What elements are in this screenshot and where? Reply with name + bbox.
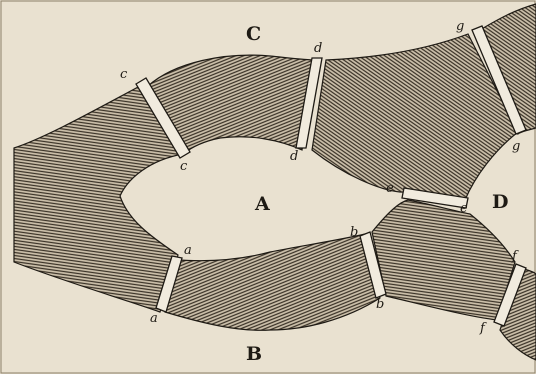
bridge-label-e-left: e — [386, 181, 394, 196]
region-label-b: B — [246, 343, 262, 365]
region-label-c: C — [246, 23, 261, 45]
bridge-label-b-lower: b — [376, 297, 384, 312]
bridge-label-d-lower: d — [290, 149, 298, 164]
bridge-label-c-lower: c — [180, 159, 188, 174]
bridge-label-f-lower: f — [479, 321, 487, 336]
bridge-label-c-upper: c — [120, 67, 128, 82]
river — [14, 4, 536, 360]
river-band-south — [165, 234, 380, 330]
bridge-label-a-lower: a — [150, 311, 158, 326]
bridge-label-a-upper: a — [184, 243, 192, 258]
region-label-a: A — [254, 193, 270, 215]
bridge-label-g-lower: g — [512, 139, 520, 154]
bridge-label-f-upper: f — [511, 249, 519, 264]
bridge-label-b-upper: b — [350, 225, 358, 240]
bridge-label-g-upper: g — [456, 19, 464, 34]
region-label-d: D — [492, 191, 508, 213]
river-band-southeast — [372, 200, 515, 320]
bridge-label-e-right: e — [460, 201, 468, 216]
bridge-label-d-upper: d — [314, 41, 322, 56]
